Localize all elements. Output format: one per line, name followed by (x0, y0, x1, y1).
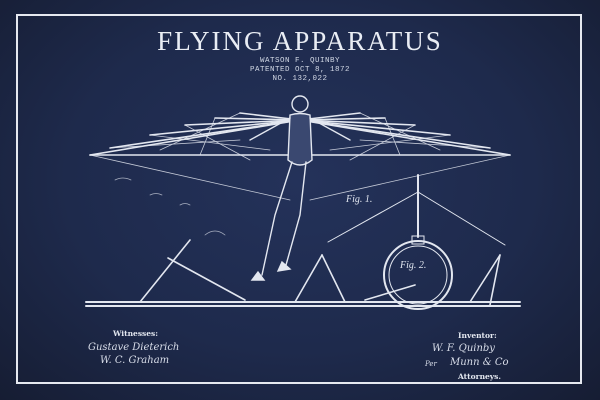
base-rail (85, 301, 521, 307)
inventor-signature: W. F. Quinby (432, 343, 495, 354)
human-figure (249, 95, 351, 281)
fig2-label: Fig. 2. (400, 260, 427, 271)
poster-title: FLYING APPARATUS (157, 26, 443, 56)
border-frame (16, 14, 582, 384)
inventor-name: WATSON F. QUINBY (259, 57, 340, 65)
inventor-heading: Inventor: (458, 331, 497, 340)
sketch-marks (114, 177, 226, 236)
attorneys-heading: Attorneys. (458, 372, 501, 381)
patent-number: NO. 132,022 (272, 75, 328, 83)
fig1-label: Fig. 1. (346, 194, 373, 205)
patent-date: PATENTED OCT 8, 1872 (249, 66, 350, 74)
per-label: Per (425, 360, 437, 368)
fig2-ring (327, 174, 506, 310)
witness-signature-1: Gustave Dieterich (88, 342, 180, 353)
witness-signature-2: W. C. Graham (100, 355, 170, 366)
base-supports (139, 239, 501, 306)
wing-rigging (89, 112, 511, 201)
witnesses-heading: Witnesses: (113, 329, 159, 338)
attorney-signature: Munn & Co (450, 357, 509, 368)
